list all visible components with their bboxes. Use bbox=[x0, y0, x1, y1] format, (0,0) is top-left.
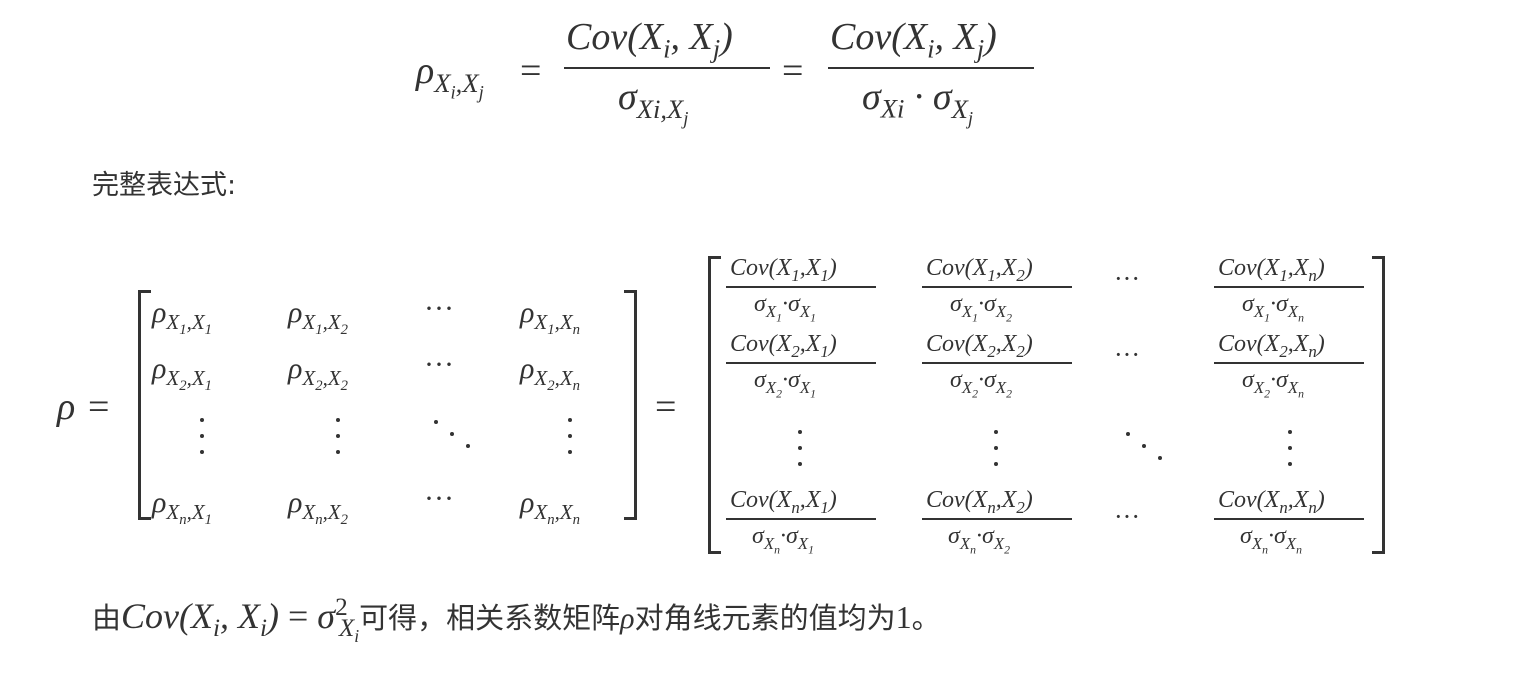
right-matrix-open-bracket bbox=[708, 256, 721, 554]
frac-numerator: Cov(Xn,X1) bbox=[730, 487, 837, 517]
matrix-entry: ρX2,Xn bbox=[520, 352, 580, 395]
rho-lhs: ρ bbox=[57, 386, 76, 428]
frac-numerator: Cov(X2,X2) bbox=[926, 331, 1033, 361]
matrix-hdots: ··· bbox=[1114, 264, 1140, 293]
fraction2-denominator: σXi · σXj bbox=[862, 76, 974, 129]
frac-denominator: σX1·σX2 bbox=[950, 291, 1012, 325]
frac-numerator: Cov(X1,X2) bbox=[926, 255, 1033, 285]
conclusion-end: 。 bbox=[911, 601, 941, 635]
matrix-entry: ρX1,Xn bbox=[520, 296, 580, 339]
matrix-hdots: ··· bbox=[424, 292, 454, 325]
equals-sign-1: = bbox=[520, 50, 542, 92]
matrix-entry: ρXn,Xn bbox=[520, 486, 580, 529]
subscript-text: Xi,Xj bbox=[434, 67, 484, 103]
fraction1-numerator: Cov(Xi, Xj) bbox=[566, 16, 733, 64]
fraction1-denominator: σXi,Xj bbox=[618, 76, 689, 129]
matrix-hdots: ··· bbox=[1114, 502, 1140, 531]
conclusion-suffix: 对角线元素的值均为 bbox=[634, 601, 896, 635]
matrix-entry: ρX1,X1 bbox=[152, 296, 212, 339]
equals-sign-3: = bbox=[88, 386, 110, 428]
matrix-entry: ρX2,X2 bbox=[288, 352, 348, 395]
section-label: 完整表达式: bbox=[92, 170, 237, 201]
frac-bar bbox=[726, 286, 876, 288]
matrix-vdots bbox=[568, 418, 572, 456]
rho-subscript: Xi,Xj bbox=[434, 67, 484, 103]
matrix-vdots bbox=[336, 418, 340, 456]
matrix-ddots bbox=[1124, 432, 1164, 462]
fraction2-numerator: Cov(Xi, Xj) bbox=[830, 16, 997, 64]
frac-denominator: σX1·σX1 bbox=[754, 291, 816, 325]
right-matrix-close-bracket bbox=[1372, 256, 1385, 554]
fraction1-bar bbox=[564, 67, 770, 69]
matrix-entry: ρX2,X1 bbox=[152, 352, 212, 395]
left-matrix-close-bracket bbox=[624, 290, 637, 520]
frac-bar bbox=[922, 286, 1072, 288]
frac-numerator: Cov(Xn,X2) bbox=[926, 487, 1033, 517]
frac-bar bbox=[1214, 286, 1364, 288]
equals-sign-2: = bbox=[782, 50, 804, 92]
frac-numerator: Cov(Xn,Xn) bbox=[1218, 487, 1325, 517]
frac-denominator: σX1·σXn bbox=[1242, 291, 1304, 325]
matrix-hdots: ··· bbox=[1114, 340, 1140, 369]
frac-bar bbox=[1214, 362, 1364, 364]
frac-bar bbox=[922, 362, 1072, 364]
frac-numerator: Cov(X1,Xn) bbox=[1218, 255, 1325, 285]
frac-numerator: Cov(X2,Xn) bbox=[1218, 331, 1325, 361]
frac-bar bbox=[1214, 518, 1364, 520]
matrix-entry: ρXn,X1 bbox=[152, 486, 212, 529]
fraction2-bar bbox=[828, 67, 1034, 69]
matrix-vdots bbox=[798, 430, 802, 468]
frac-bar bbox=[726, 518, 876, 520]
conclusion-formula: Cov(Xi, Xi) = σ2Xi bbox=[121, 594, 360, 647]
frac-numerator: Cov(X1,X1) bbox=[730, 255, 837, 285]
frac-denominator: σX2·σX2 bbox=[950, 367, 1012, 401]
matrix-vdots bbox=[994, 430, 998, 468]
left-matrix-open-bracket bbox=[138, 290, 151, 520]
conclusion-line: 由Cov(Xi, Xi) = σ2Xi可得，相关系数矩阵ρ对角线元素的值均为1。 bbox=[92, 594, 941, 648]
frac-numerator: Cov(X2,X1) bbox=[730, 331, 837, 361]
conclusion-rho: ρ bbox=[620, 602, 635, 635]
matrix-hdots: ··· bbox=[424, 348, 454, 381]
frac-denominator: σX2·σX1 bbox=[754, 367, 816, 401]
frac-bar bbox=[726, 362, 876, 364]
rho-symbol: ρXi,Xj bbox=[416, 50, 484, 103]
matrix-hdots: ··· bbox=[424, 482, 454, 515]
frac-denominator: σX2·σXn bbox=[1242, 367, 1304, 401]
matrix-vdots bbox=[200, 418, 204, 456]
matrix-entry: ρX1,X2 bbox=[288, 296, 348, 339]
frac-bar bbox=[922, 518, 1072, 520]
frac-denominator: σXn·σX1 bbox=[752, 523, 814, 557]
matrix-entry: ρXn,X2 bbox=[288, 486, 348, 529]
frac-denominator: σXn·σXn bbox=[1240, 523, 1302, 557]
matrix-ddots bbox=[432, 420, 472, 450]
conclusion-prefix: 由 bbox=[92, 601, 122, 635]
equals-sign-4: = bbox=[655, 386, 677, 428]
matrix-vdots bbox=[1288, 430, 1292, 468]
conclusion-middle: 可得，相关系数矩阵 bbox=[359, 601, 621, 635]
conclusion-value: 1 bbox=[895, 599, 912, 635]
frac-denominator: σXn·σX2 bbox=[948, 523, 1010, 557]
